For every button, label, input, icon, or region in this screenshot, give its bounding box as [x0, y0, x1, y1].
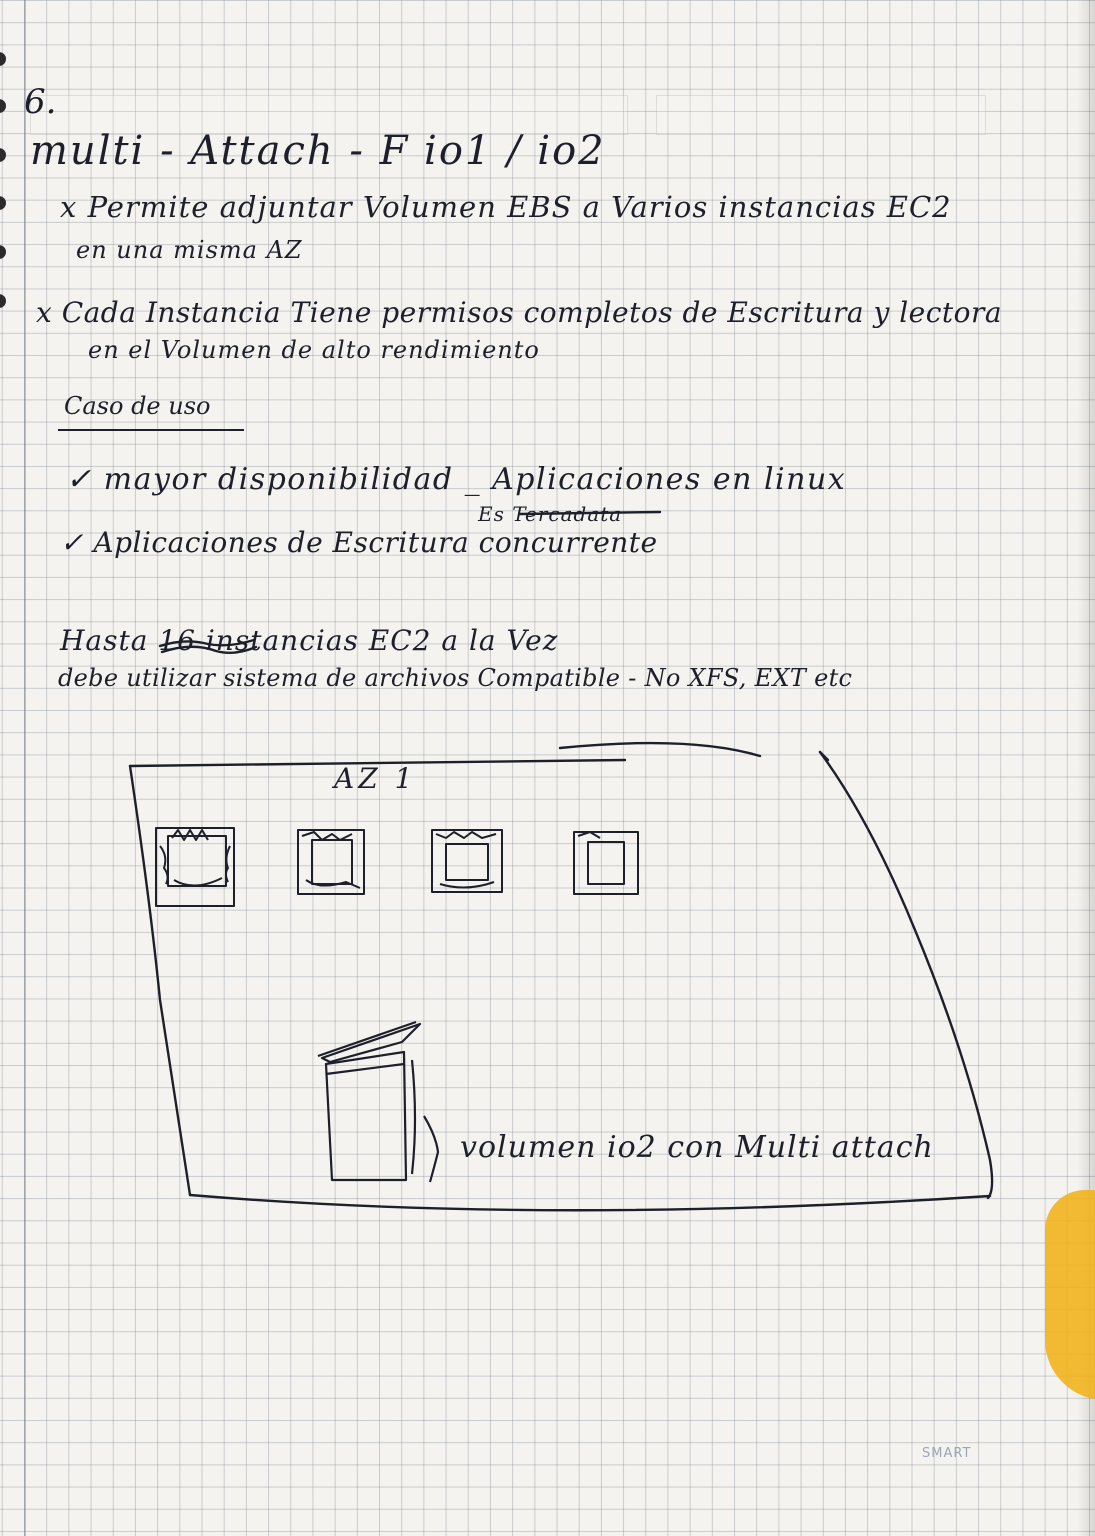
notebook-brand-logo: SMART: [922, 1446, 972, 1461]
debe-line: debe utilizar sistema de archivos Compat…: [58, 664, 853, 692]
note-number: 6.: [24, 82, 57, 122]
use-case-underline: [58, 429, 244, 431]
use-case-heading: Caso de uso: [64, 392, 211, 420]
az-boundary-left: [128, 764, 192, 1197]
point-2-line-1: x Cada Instancia Tiene permisos completo…: [36, 296, 1003, 329]
az-label: AZ 1: [334, 762, 417, 795]
use-case-2: ✓ Aplicaciones de Escritura concurrente: [60, 526, 658, 559]
point-2-line-2: en el Volumen de alto rendimiento: [88, 336, 540, 364]
ec2-instance-1: [155, 827, 235, 907]
page-margin-line: [24, 0, 26, 1536]
crossed-out-scribble: [158, 638, 256, 648]
ec2-instance-2: [297, 829, 365, 895]
sticky-note-edge: [1045, 1190, 1095, 1400]
az-boundary-bottom: [188, 1193, 992, 1212]
point-1-line-1: x Permite adjuntar Volumen EBS a Varios …: [60, 190, 952, 224]
header-box-right: [656, 95, 986, 135]
use-case-1: ✓ mayor disponibilidad _ Aplicaciones en…: [66, 462, 847, 497]
volume-label: volumen io2 con Multi attach: [460, 1130, 934, 1165]
az-boundary-top-right: [558, 741, 762, 758]
point-1-line-2: en una misma AZ: [76, 236, 303, 264]
ec2-instance-3: [431, 829, 503, 893]
ec2-instance-4: [573, 831, 639, 895]
az-boundary-right: [818, 750, 994, 1200]
spiral-holes: [0, 0, 12, 1536]
page-right-edge: [1077, 0, 1095, 1536]
header-box-left: [30, 95, 628, 135]
io2-volume-icon: [317, 1020, 440, 1183]
hasta-line: Hasta 16 instancias EC2 a la Vez: [60, 624, 559, 657]
note-title: multi - Attach - F io1 / io2: [30, 128, 606, 174]
az-boundary-top: [128, 758, 627, 768]
